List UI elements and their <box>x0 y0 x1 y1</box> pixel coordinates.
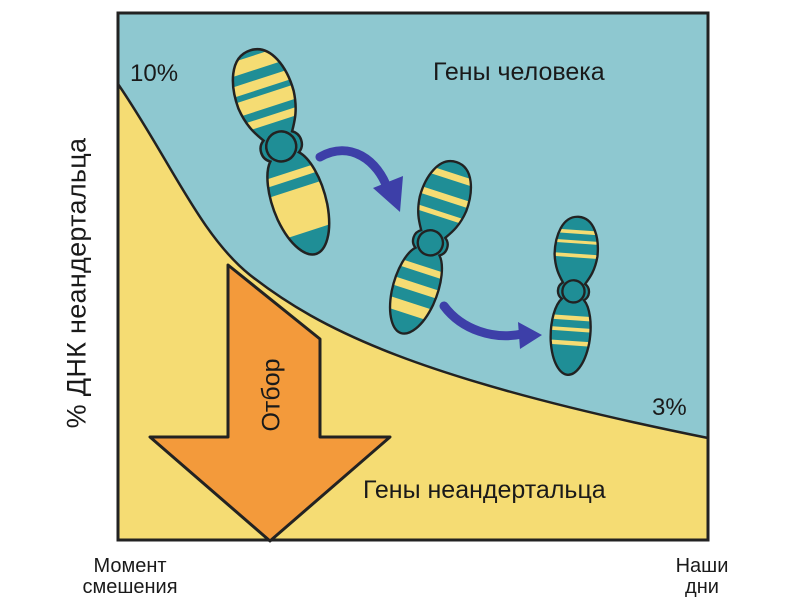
plot-frame <box>116 11 710 542</box>
y-axis-label: % ДНК неандертальца <box>61 137 92 429</box>
end-percent-label: 3% <box>652 394 687 421</box>
x-axis-start-line-2: смешения <box>82 576 178 598</box>
x-axis-end-line-2: дни <box>685 576 719 598</box>
human-genes-label: Гены человека <box>433 58 605 86</box>
chromosome-icon <box>377 159 480 335</box>
x-axis-start-line-1: Момент <box>93 555 167 577</box>
chromosome-icon <box>222 43 344 256</box>
neanderthal-genes-label: Гены неандертальца <box>363 476 606 504</box>
x-axis-start-label: Момент смешения <box>60 556 200 598</box>
x-axis-end-label: Наши дни <box>652 556 752 598</box>
selection-arrow <box>148 263 392 543</box>
curved-arrow-icon <box>439 301 542 349</box>
start-percent-label: 10% <box>130 60 179 87</box>
x-axis-end-line-1: Наши <box>675 555 729 577</box>
curved-arrow-icon <box>315 146 403 212</box>
chromosome-icon <box>546 215 601 376</box>
selection-label: Отбор <box>257 358 286 432</box>
